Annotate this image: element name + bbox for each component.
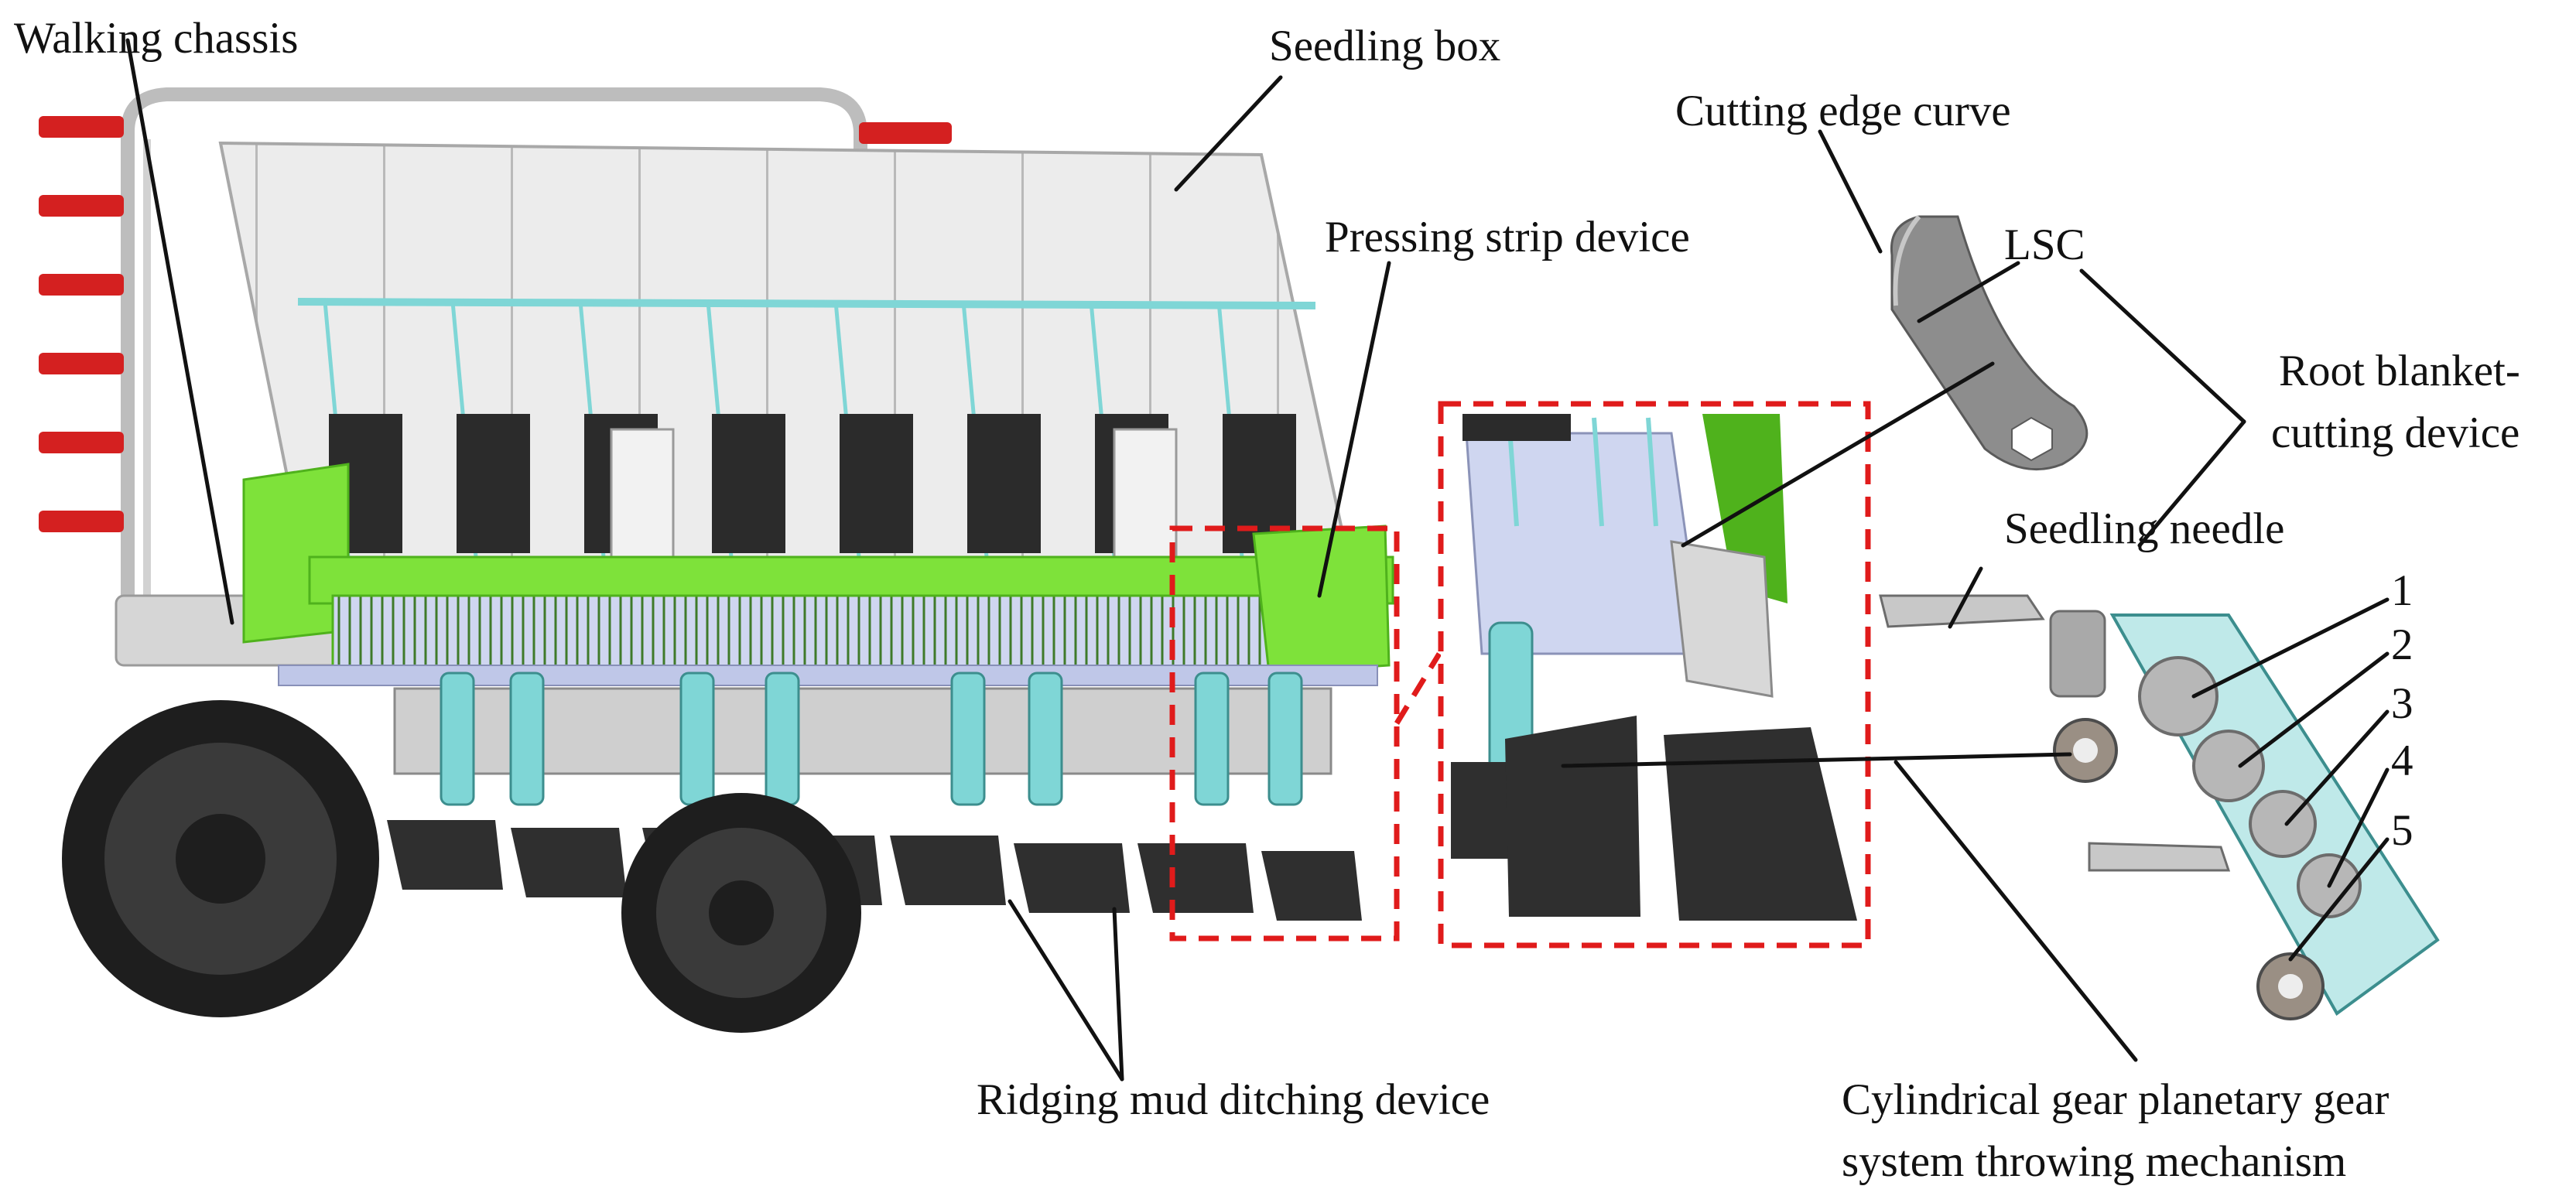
label-root-blanket-line1: Root blanket- [2279,347,2520,395]
zoom-source-box [1169,525,1400,942]
machine-illustration [39,87,1394,1033]
label-part-1: 1 [2391,566,2414,615]
label-walking-chassis: Walking chassis [14,14,298,63]
lsc-blade [1890,215,2089,471]
zoom-connector-line [1394,652,1442,725]
label-lsc: LSC [2004,220,2085,269]
label-seedling-box: Seedling box [1269,22,1500,70]
label-seedling-needle: Seedling needle [2004,504,2284,553]
labels: Walking chassis Seedling box Cutting edg… [14,14,2520,1186]
label-root-blanket-line2: cutting device [2271,408,2520,457]
label-mechanism-line2: system throwing mechanism [1842,1137,2346,1186]
zoom-detail-box [1438,401,1871,948]
lsc-hex-hole [2011,416,2053,462]
seedling-box [218,141,1353,578]
leader-lines [125,38,2390,1082]
label-mechanism-line1: Cylindrical gear planetary gear [1842,1075,2389,1124]
zoom-detail [1441,404,1868,945]
label-ridging-mud-ditching-device: Ridging mud ditching device [977,1075,1490,1124]
label-part-3: 3 [2391,679,2414,728]
label-part-4: 4 [2391,736,2414,785]
label-part-5: 5 [2391,806,2414,855]
right-wheel [621,793,861,1033]
transplanting-mechanisms [393,672,1332,806]
label-cutting-edge-curve: Cutting edge curve [1675,87,2011,135]
throwing-mechanism [1879,594,2440,1020]
left-wheel [62,700,379,1017]
label-pressing-strip-device: Pressing strip device [1325,213,1690,261]
label-part-2: 2 [2391,620,2414,669]
green-frame [242,463,1394,686]
handle-bars [39,116,952,532]
